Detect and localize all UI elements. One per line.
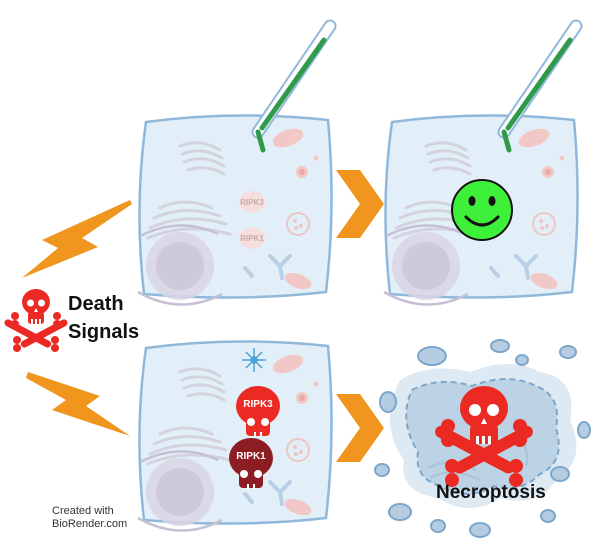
ripk3-faded-icon: RIPK3 bbox=[239, 191, 265, 213]
necroptosis-skull-crossbones-icon bbox=[435, 386, 533, 487]
death-signals-line2: Signals bbox=[68, 321, 140, 343]
ripk1-skull-icon: RIPK1 bbox=[229, 438, 273, 489]
ripk1-faded-label: RIPK1 bbox=[240, 234, 264, 243]
credit-line1: Created with bbox=[52, 505, 114, 517]
skull-crossbones-icon bbox=[4, 289, 68, 352]
ripk3-faded-label: RIPK3 bbox=[240, 198, 264, 207]
biorender-credit: Created with BioRender.com bbox=[52, 505, 127, 531]
death-signals-label: Death Signals bbox=[68, 290, 139, 346]
needle-icon-right bbox=[497, 19, 583, 153]
chevron-arrow-icon-bottom bbox=[336, 394, 384, 462]
lightning-icon-bottom bbox=[26, 372, 130, 436]
smiley-face-icon bbox=[451, 179, 513, 241]
death-signals-line1: Death bbox=[68, 293, 124, 315]
lightning-icon-top bbox=[22, 200, 132, 278]
ripk1-label: RIPK1 bbox=[236, 451, 266, 462]
necroptosis-label: Necroptosis bbox=[436, 482, 546, 503]
credit-line2: BioRender.com bbox=[52, 518, 128, 530]
chevron-arrow-icon-top bbox=[336, 170, 384, 238]
signal-spark-icon bbox=[242, 348, 266, 372]
necroptotic-cell-bottom-left bbox=[136, 340, 333, 533]
ripk3-label: RIPK3 bbox=[243, 399, 273, 410]
ripk1-faded-icon: RIPK1 bbox=[239, 227, 265, 249]
healthy-cell-top-left bbox=[136, 114, 333, 307]
needle-icon bbox=[251, 19, 337, 153]
ripk3-skull-icon: RIPK3 bbox=[236, 386, 280, 437]
